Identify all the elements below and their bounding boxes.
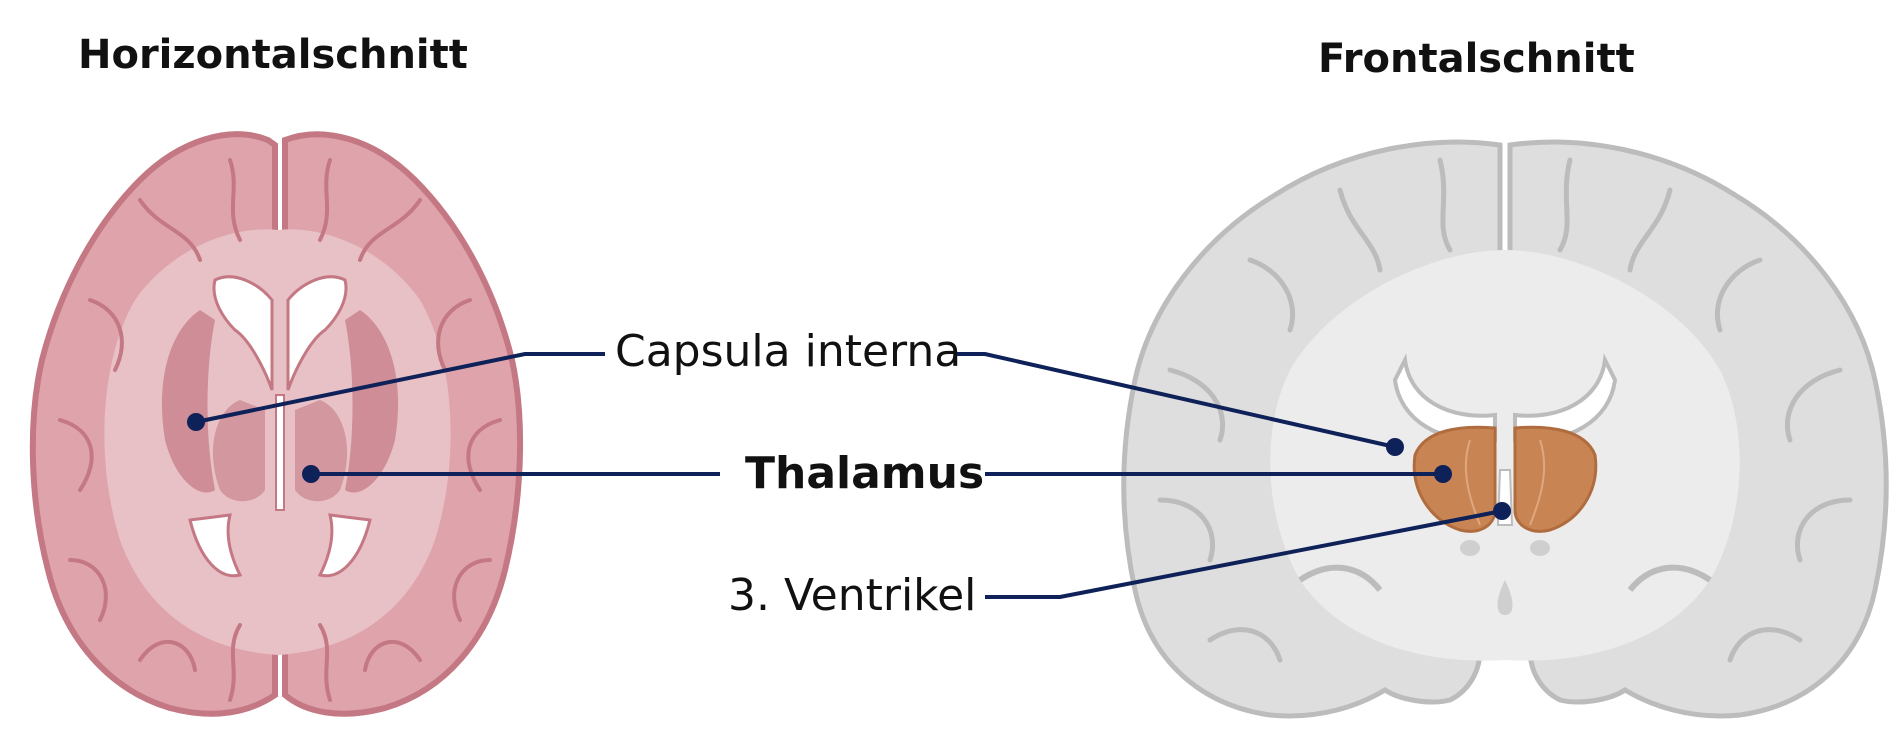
dot-ventrikel-frontal bbox=[1493, 502, 1511, 520]
dot-capsula-horizontal bbox=[187, 413, 205, 431]
frontal-section-title: Frontalschnitt bbox=[1318, 36, 1635, 82]
leader-dots bbox=[187, 413, 1511, 520]
horizontal-gyri bbox=[58, 158, 502, 702]
frontal-right-thalamus bbox=[1513, 425, 1598, 533]
horizontal-right-basal-ganglia bbox=[345, 310, 399, 493]
capsula-interna-label: Capsula interna bbox=[615, 326, 962, 377]
horizontal-left-thalamus bbox=[212, 400, 265, 502]
frontal-left-thalamus bbox=[1412, 425, 1497, 533]
frontal-infundibulum bbox=[1497, 580, 1513, 615]
horizontal-section-title: Horizontalschnitt bbox=[78, 32, 468, 78]
dot-thalamus-frontal bbox=[1434, 465, 1452, 483]
horizontal-third-ventricle bbox=[275, 394, 285, 511]
thalamus-label: Thalamus bbox=[745, 448, 985, 499]
third-ventricle-label: 3. Ventrikel bbox=[728, 570, 977, 621]
frontal-mammillary-right bbox=[1530, 540, 1550, 556]
leader-lines bbox=[195, 352, 1503, 599]
leader-capsula-left bbox=[195, 352, 605, 424]
frontal-brain bbox=[1121, 139, 1889, 719]
horizontal-brain bbox=[29, 131, 524, 717]
frontal-gyri bbox=[1157, 157, 1853, 663]
frontal-mammillary-left bbox=[1460, 540, 1480, 556]
dot-thalamus-horizontal bbox=[302, 465, 320, 483]
frontal-white-matter bbox=[1270, 250, 1740, 661]
horizontal-left-basal-ganglia bbox=[161, 310, 215, 493]
leader-capsula-right bbox=[957, 352, 1396, 449]
leader-ventrikel bbox=[985, 509, 1503, 599]
frontal-sylvian-fissures bbox=[1298, 564, 1712, 592]
horizontal-lateral-ventricles bbox=[212, 275, 348, 391]
horizontal-posterior-horns bbox=[188, 513, 372, 578]
dot-capsula-frontal bbox=[1386, 438, 1404, 456]
